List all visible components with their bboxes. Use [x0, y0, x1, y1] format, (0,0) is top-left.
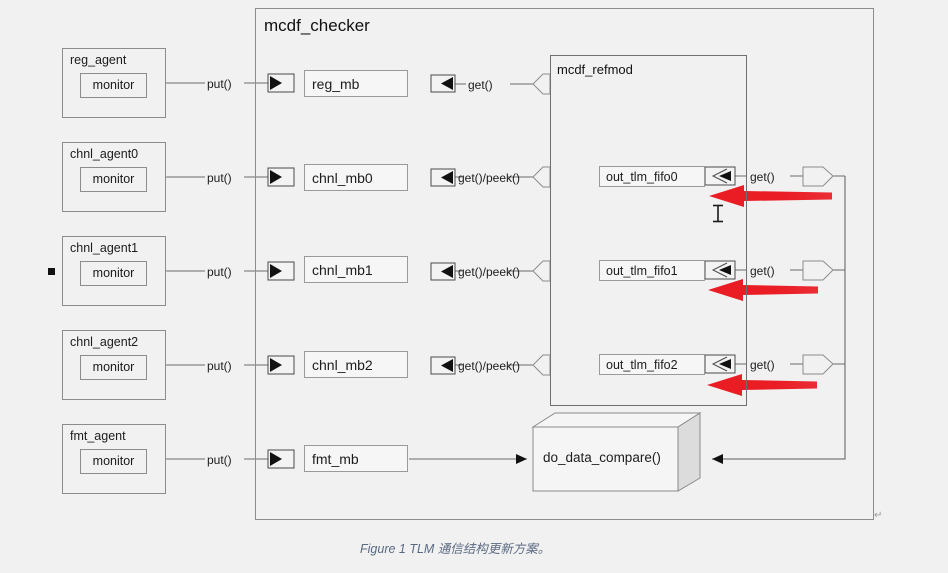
agent-title: chnl_agent2	[70, 335, 139, 349]
mcdf-refmod-title: mcdf_refmod	[557, 62, 633, 77]
text-ibeam-cursor	[713, 204, 723, 223]
imp-port-group	[267, 73, 295, 469]
fifo-get-label-0: get()	[750, 170, 775, 184]
get-label-reg-mb: get()	[468, 78, 493, 92]
mailbox-chnl-mb0[interactable]: chnl_mb0	[304, 164, 408, 191]
monitor-box[interactable]: monitor	[80, 449, 147, 474]
red-arrow-2	[708, 279, 818, 301]
agent-title: chnl_agent0	[70, 147, 139, 161]
agent-box-chnl-agent0[interactable]: chnl_agent0 monitor	[62, 142, 166, 212]
do-data-compare-block	[531, 412, 702, 492]
fifo-get-label-2: get()	[750, 358, 775, 372]
mcdf-checker-frame	[255, 8, 874, 520]
monitor-box[interactable]: monitor	[80, 261, 147, 286]
agent-box-chnl-agent2[interactable]: chnl_agent2 monitor	[62, 330, 166, 400]
put-label-fmt: put()	[207, 453, 232, 467]
agent-title: chnl_agent1	[70, 241, 139, 255]
monitor-box[interactable]: monitor	[80, 73, 147, 98]
put-label-chnl0: put()	[207, 171, 232, 185]
fifo-out-tlm-fifo1[interactable]: out_tlm_fifo1	[599, 260, 705, 281]
put-label-chnl2: put()	[207, 359, 232, 373]
fifo-get-port-group	[704, 166, 736, 374]
paragraph-mark-icon: ↵	[874, 510, 883, 521]
agent-box-fmt-agent[interactable]: fmt_agent monitor	[62, 424, 166, 494]
put-label-chnl1: put()	[207, 265, 232, 279]
figure-caption: Figure 1 TLM 通信结构更新方案。	[360, 542, 551, 556]
red-arrow-1	[709, 185, 832, 207]
monitor-box[interactable]: monitor	[80, 355, 147, 380]
fifo-out-tlm-fifo2[interactable]: out_tlm_fifo2	[599, 354, 705, 375]
fifo-out-tlm-fifo0[interactable]: out_tlm_fifo0	[599, 166, 705, 187]
get-peek-label-chnl-mb0: get()/peek()	[458, 171, 521, 185]
get-peek-label-chnl-mb2: get()/peek()	[458, 359, 521, 373]
mcdf-refmod-frame	[550, 55, 747, 406]
get-peek-label-chnl-mb1: get()/peek()	[458, 265, 521, 279]
mailbox-chnl-mb1[interactable]: chnl_mb1	[304, 256, 408, 283]
put-label-reg: put()	[207, 77, 232, 91]
agent-box-chnl-agent1[interactable]: chnl_agent1 monitor	[62, 236, 166, 306]
mailbox-fmt-mb[interactable]: fmt_mb	[304, 445, 408, 472]
monitor-box[interactable]: monitor	[80, 167, 147, 192]
mailbox-chnl-mb2[interactable]: chnl_mb2	[304, 351, 408, 378]
mailbox-reg-mb[interactable]: reg_mb	[304, 70, 408, 97]
agent-title: reg_agent	[70, 53, 127, 67]
do-data-compare-label: do_data_compare()	[543, 450, 661, 465]
mcdf-checker-title: mcdf_checker	[264, 16, 370, 35]
get-port-group	[430, 74, 456, 375]
agent-box-reg-agent[interactable]: reg_agent monitor	[62, 48, 166, 118]
agent-title: fmt_agent	[70, 429, 126, 443]
refmod-export-socket-group	[802, 166, 834, 375]
red-arrow-3	[707, 374, 817, 396]
red-annotation-arrows	[707, 185, 832, 396]
fifo-get-label-1: get()	[750, 264, 775, 278]
selection-square-marker	[48, 268, 55, 275]
